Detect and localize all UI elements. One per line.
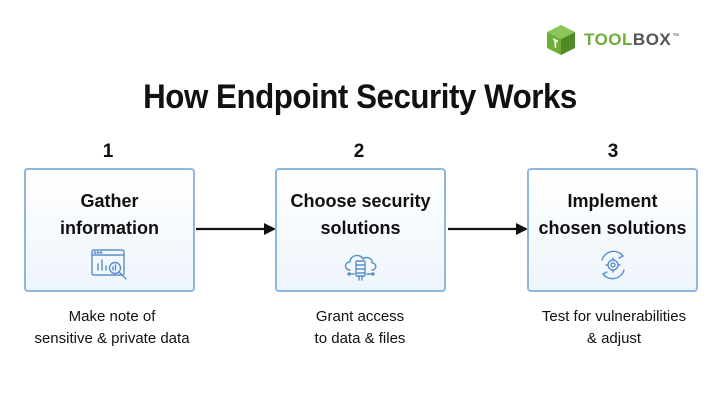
logo-text-tool: TOOL: [584, 30, 633, 49]
step-3-description: Test for vulnerabilities & adjust: [541, 308, 687, 347]
data-analysis-magnifier-icon: [90, 249, 127, 280]
step-1-number: 1: [102, 141, 114, 162]
page-title: How Endpoint Security Works: [143, 78, 577, 116]
step-3-box: Implement chosen solutions: [527, 168, 698, 292]
step-3-label: Implement chosen solutions: [538, 191, 687, 238]
toolbox-logo: TOOLBOX™: [546, 24, 680, 56]
step-2-label: Choose security solutions: [290, 191, 431, 238]
arrow-step-2-to-3: [448, 223, 528, 235]
step-1-label: Gather information: [60, 191, 159, 238]
toolbox-cube-icon: [547, 25, 575, 55]
logo-trademark: ™: [672, 33, 680, 41]
step-1-description: Make note of sensitive & private data: [34, 308, 190, 347]
logo-wordmark: TOOLBOX™: [584, 30, 680, 50]
step-3-number: 3: [607, 141, 619, 162]
arrow-step-1-to-2: [196, 223, 276, 235]
step-2-description: Grant access to data & files: [314, 308, 406, 347]
step-1-box: Gather information: [24, 168, 195, 292]
step-2-number: 2: [353, 141, 365, 162]
step-2-box: Choose security solutions: [275, 168, 446, 292]
cloud-server-shield-icon: [344, 254, 376, 281]
gear-cycle-arrows-icon: [600, 250, 625, 280]
logo-text-box: BOX: [632, 30, 672, 49]
